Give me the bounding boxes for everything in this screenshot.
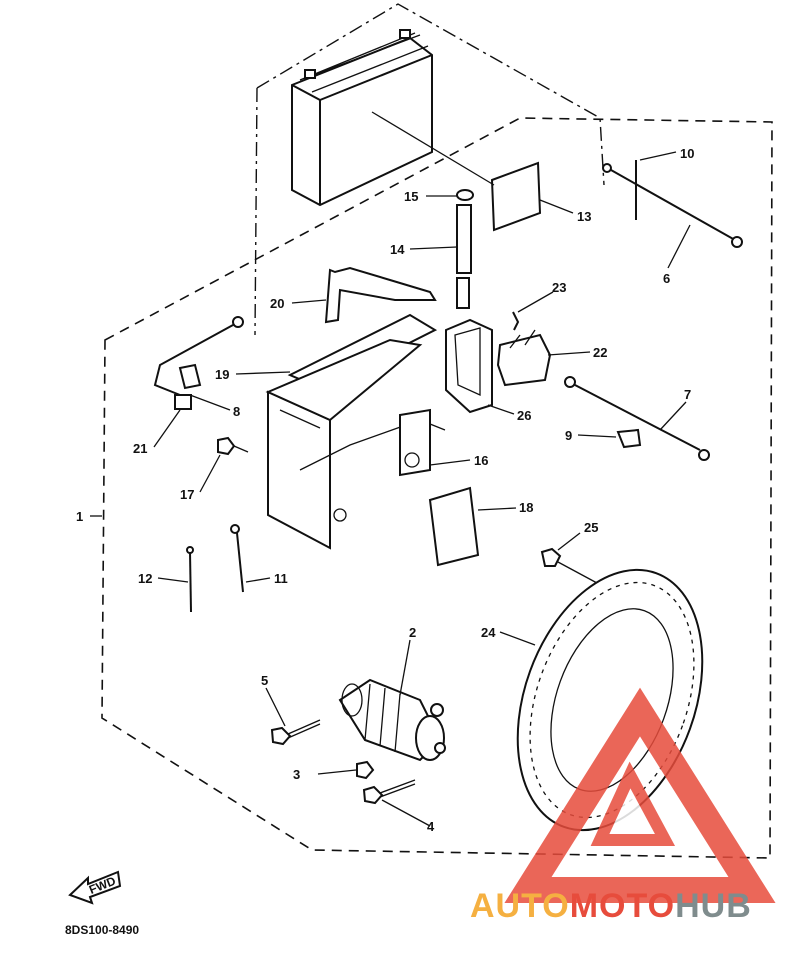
logo-triangle-icon (504, 687, 776, 903)
diagram-code: 8DS100-8490 (65, 923, 139, 937)
assembly-boundary (101, 117, 773, 859)
battery-strap (324, 266, 437, 324)
callout-25: 25 (584, 520, 598, 535)
callout-14: 14 (390, 242, 405, 257)
callout-17: 17 (180, 487, 194, 502)
callout-23: 23 (552, 280, 566, 295)
callout-24: 24 (481, 625, 496, 640)
watermark-moto: MOTO (570, 887, 675, 925)
relay-bracket (445, 318, 493, 414)
watermark-auto: AUTO (470, 887, 570, 925)
callout-20: 20 (270, 296, 284, 311)
callout-12: 12 (138, 571, 152, 586)
callout-4: 4 (427, 819, 435, 834)
bolt-17 (217, 436, 249, 456)
callout-6: 6 (663, 271, 670, 286)
callout-3: 3 (293, 767, 300, 782)
callout-13: 13 (577, 209, 591, 224)
callout-11: 11 (274, 571, 288, 586)
callout-22: 22 (593, 345, 607, 360)
battery (291, 29, 433, 207)
callout-15: 15 (404, 189, 418, 204)
breather-hose (456, 189, 474, 309)
bolt-4 (362, 779, 416, 805)
callout-26: 26 (517, 408, 531, 423)
leader-lines (90, 151, 691, 827)
callout-18: 18 (519, 500, 533, 515)
watermark-hub: HUB (675, 887, 752, 925)
cable-clip (616, 428, 642, 449)
ground-lead (153, 316, 244, 410)
starter-relay (496, 311, 552, 387)
cover-plate (428, 486, 480, 567)
callout-19: 19 (215, 367, 229, 382)
callout-2: 2 (409, 625, 416, 640)
callout-21: 21 (133, 441, 147, 456)
callout-1: 1 (76, 509, 83, 524)
callout-labels: 1 2 3 4 5 6 7 8 9 10 11 12 13 14 15 16 1… (76, 146, 694, 834)
callout-16: 16 (474, 453, 488, 468)
battery-frame (254, 3, 605, 336)
callout-5: 5 (261, 673, 268, 688)
battery-cable-7 (564, 376, 710, 461)
automotohub-logo (504, 687, 776, 903)
battery-cable-6 (602, 160, 743, 248)
watermark-text: AUTOMOTOHUB (470, 887, 752, 925)
battery-box (265, 338, 446, 550)
battery-pad (490, 161, 542, 232)
callout-9: 9 (565, 428, 572, 443)
fwd-arrow-icon (68, 870, 122, 905)
callout-10: 10 (680, 146, 694, 161)
rod-11 (230, 524, 244, 593)
nut-3 (356, 760, 375, 780)
bolt-5 (270, 719, 321, 746)
callout-8: 8 (233, 404, 240, 419)
callout-7: 7 (684, 387, 691, 402)
rod-12 (186, 546, 194, 613)
starter-motor (338, 678, 446, 762)
